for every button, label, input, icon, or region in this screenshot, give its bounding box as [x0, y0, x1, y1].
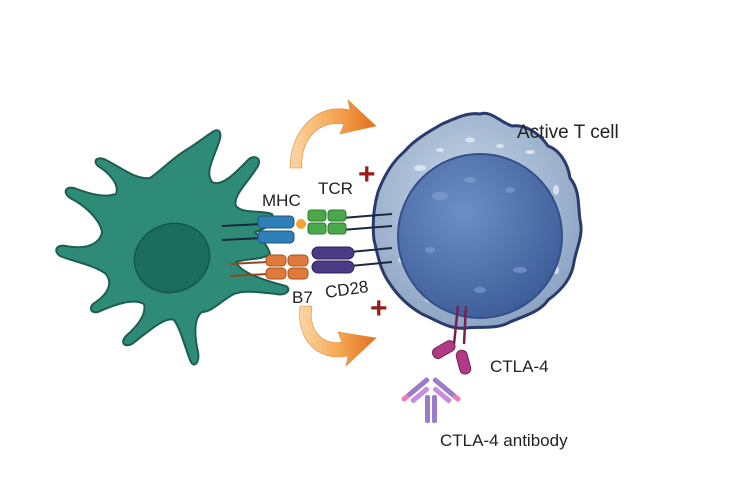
activation-arrow-top — [289, 99, 377, 169]
t-cell: Active T cell — [371, 111, 619, 330]
cd28-receptor — [311, 246, 355, 274]
plus-sign-top: + — [358, 158, 376, 191]
t-cell-nucleus — [397, 153, 563, 319]
ctla4-label: CTLA-4 — [490, 357, 549, 376]
t-cell-nucleus-texture — [425, 177, 527, 293]
ctla4-receptor: CTLA-4 — [431, 305, 549, 376]
activation-arrow-bottom — [299, 305, 377, 367]
b7-label: B7 — [292, 288, 313, 307]
dendritic-cell — [55, 129, 290, 366]
mhc-label: MHC — [262, 191, 301, 210]
tcr-label: TCR — [318, 179, 353, 198]
tcr-receptor — [307, 209, 347, 235]
ctla4-antibody-label: CTLA-4 antibody — [440, 431, 568, 450]
b7-receptor — [265, 254, 309, 280]
ctla4-antibody: CTLA-4 antibody — [401, 377, 568, 450]
cd28-label: CD28 — [324, 277, 370, 302]
antigen-peptide — [296, 219, 306, 229]
mhc-receptor — [257, 215, 295, 244]
t-cell-label: Active T cell — [517, 122, 619, 143]
dendritic-cell-nucleus — [133, 222, 211, 294]
mhc-tcr-complex: MHC TCR — [221, 179, 393, 244]
plus-sign-bottom: + — [370, 292, 388, 325]
